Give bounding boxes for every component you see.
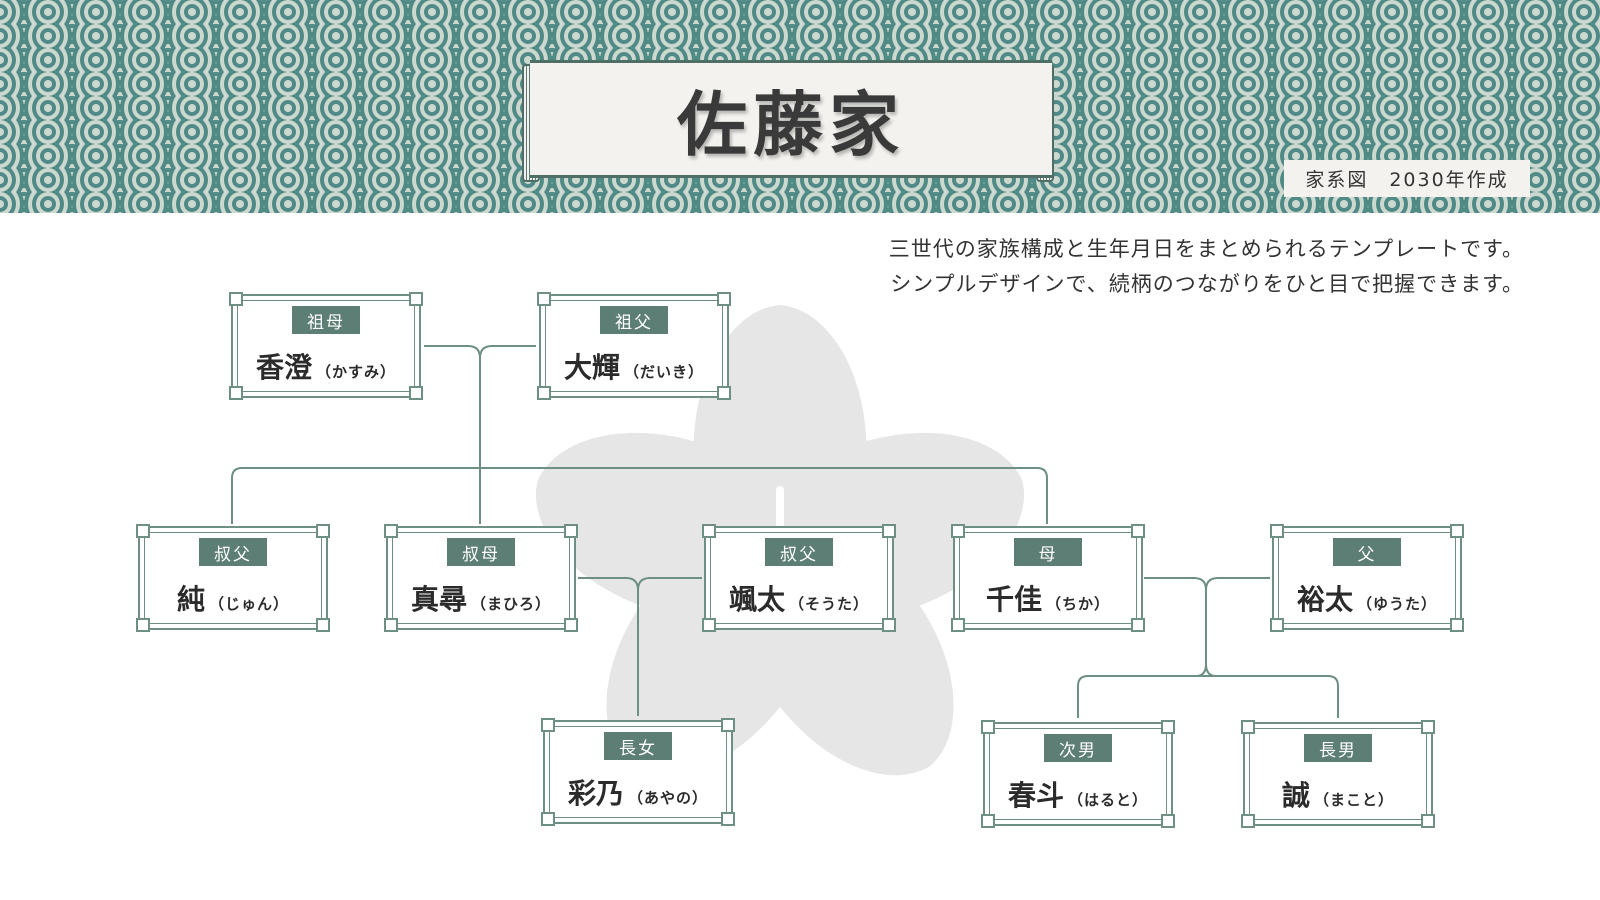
- member-card-aunt: 叔母 真尋（まひろ）: [384, 524, 578, 632]
- card-corner-ornament: [717, 292, 731, 306]
- card-corner-ornament: [384, 618, 398, 632]
- card-corner-ornament: [981, 814, 995, 828]
- card-corner-ornament: [1270, 524, 1284, 538]
- member-name: 春斗: [1007, 779, 1064, 812]
- member-kana: （かすみ）: [316, 363, 397, 381]
- line-children-bar: [1077, 675, 1339, 718]
- page-title: 佐藤家: [677, 83, 905, 166]
- card-corner-ornament: [229, 386, 243, 400]
- role-badge: 長男: [1304, 734, 1372, 762]
- line-grandfather: [479, 345, 536, 359]
- card-corner-ornament: [951, 524, 965, 538]
- card-corner-ornament: [1450, 618, 1464, 632]
- card-corner-ornament: [136, 618, 150, 632]
- role-badge: 祖父: [600, 306, 668, 334]
- card-corner-ornament: [229, 292, 243, 306]
- member-kana: （ちか）: [1046, 595, 1111, 613]
- card-corner-ornament: [409, 292, 423, 306]
- card-corner-ornament: [717, 386, 731, 400]
- card-corner-ornament: [721, 718, 735, 732]
- card-corner-ornament: [981, 720, 995, 734]
- role-badge: 叔父: [199, 538, 267, 566]
- card-corner-ornament: [1131, 524, 1145, 538]
- card-corner-ornament: [409, 386, 423, 400]
- member-kana: （まひろ）: [471, 595, 552, 613]
- role-badge: 長女: [604, 732, 672, 760]
- member-card-mother: 母 千佳（ちか）: [951, 524, 1145, 632]
- card-corner-ornament: [136, 524, 150, 538]
- member-card-eldest-son: 長男 誠（まこと）: [1241, 720, 1435, 828]
- role-badge: 叔母: [447, 538, 515, 566]
- member-name: 颯太: [728, 583, 785, 616]
- member-card-father: 父 裕太（ゆうた）: [1270, 524, 1464, 632]
- card-corner-ornament: [537, 292, 551, 306]
- member-kana: （ゆうた）: [1357, 595, 1438, 613]
- card-corner-ornament: [316, 524, 330, 538]
- card-corner-ornament: [1421, 814, 1435, 828]
- card-corner-ornament: [316, 618, 330, 632]
- member-name: 大輝: [563, 351, 620, 384]
- member-name: 真尋: [410, 583, 467, 616]
- card-corner-ornament: [1131, 618, 1145, 632]
- role-badge: 叔父: [765, 538, 833, 566]
- card-corner-ornament: [1241, 814, 1255, 828]
- member-kana: （はると）: [1068, 791, 1149, 809]
- card-corner-ornament: [951, 618, 965, 632]
- card-corner-ornament: [882, 524, 896, 538]
- card-corner-ornament: [541, 718, 555, 732]
- member-name: 誠: [1281, 779, 1310, 812]
- card-corner-ornament: [541, 812, 555, 826]
- description-line-2: シンプルデザインで、続柄のつながりをひと目で把握できます。: [890, 272, 1524, 296]
- member-card-uncle-jun: 叔父 純（じゅん）: [136, 524, 330, 632]
- card-corner-ornament: [384, 524, 398, 538]
- card-corner-ornament: [537, 386, 551, 400]
- card-corner-ornament: [1450, 524, 1464, 538]
- header-banner: 佐藤家 家系図 2030年作成: [0, 0, 1600, 213]
- description: 三世代の家族構成と生年月日をまとめられるテンプレートです。 シンプルデザインで、…: [889, 232, 1524, 302]
- card-corner-ornament: [882, 618, 896, 632]
- card-corner-ornament: [702, 618, 716, 632]
- card-corner-ornament: [702, 524, 716, 538]
- card-corner-ornament: [1421, 720, 1435, 734]
- description-line-1: 三世代の家族構成と生年月日をまとめられるテンプレートです。: [888, 237, 1524, 261]
- member-card-uncle-souta: 叔父 颯太（そうた）: [702, 524, 896, 632]
- line-grandmother: [424, 345, 481, 524]
- card-corner-ornament: [1241, 720, 1255, 734]
- member-kana: （じゅん）: [209, 595, 290, 613]
- line-uncle-couple: [637, 577, 702, 591]
- subtitle-badge: 家系図 2030年作成: [1284, 160, 1530, 197]
- card-corner-ornament: [721, 812, 735, 826]
- line-father-couple: [1205, 577, 1270, 591]
- member-kana: （だいき）: [624, 363, 705, 381]
- role-badge: 次男: [1044, 734, 1112, 762]
- member-kana: （そうた）: [789, 595, 870, 613]
- card-corner-ornament: [564, 524, 578, 538]
- role-badge: 祖母: [292, 306, 360, 334]
- member-card-grandfather: 祖父 大輝（だいき）: [537, 292, 731, 400]
- member-kana: （あやの）: [628, 789, 709, 807]
- line-mother-couple: [1144, 577, 1207, 664]
- line-children-stem: [1195, 663, 1217, 677]
- member-card-eldest-daughter: 長女 彩乃（あやの）: [541, 718, 735, 826]
- line-sibling-bar: [231, 467, 1048, 524]
- role-badge: 父: [1333, 538, 1401, 566]
- title-scroll: 佐藤家: [530, 60, 1052, 178]
- member-name: 千佳: [985, 583, 1042, 616]
- member-card-grandmother: 祖母 香澄（かすみ）: [229, 292, 423, 400]
- role-badge: 母: [1014, 538, 1082, 566]
- member-name: 純: [176, 583, 205, 616]
- member-card-second-son: 次男 春斗（はると）: [981, 720, 1175, 828]
- card-corner-ornament: [1161, 720, 1175, 734]
- card-corner-ornament: [1161, 814, 1175, 828]
- card-corner-ornament: [1270, 618, 1284, 632]
- member-name: 香澄: [255, 351, 312, 384]
- member-name: 裕太: [1296, 583, 1353, 616]
- member-name: 彩乃: [567, 777, 624, 810]
- member-kana: （まこと）: [1314, 791, 1395, 809]
- card-corner-ornament: [564, 618, 578, 632]
